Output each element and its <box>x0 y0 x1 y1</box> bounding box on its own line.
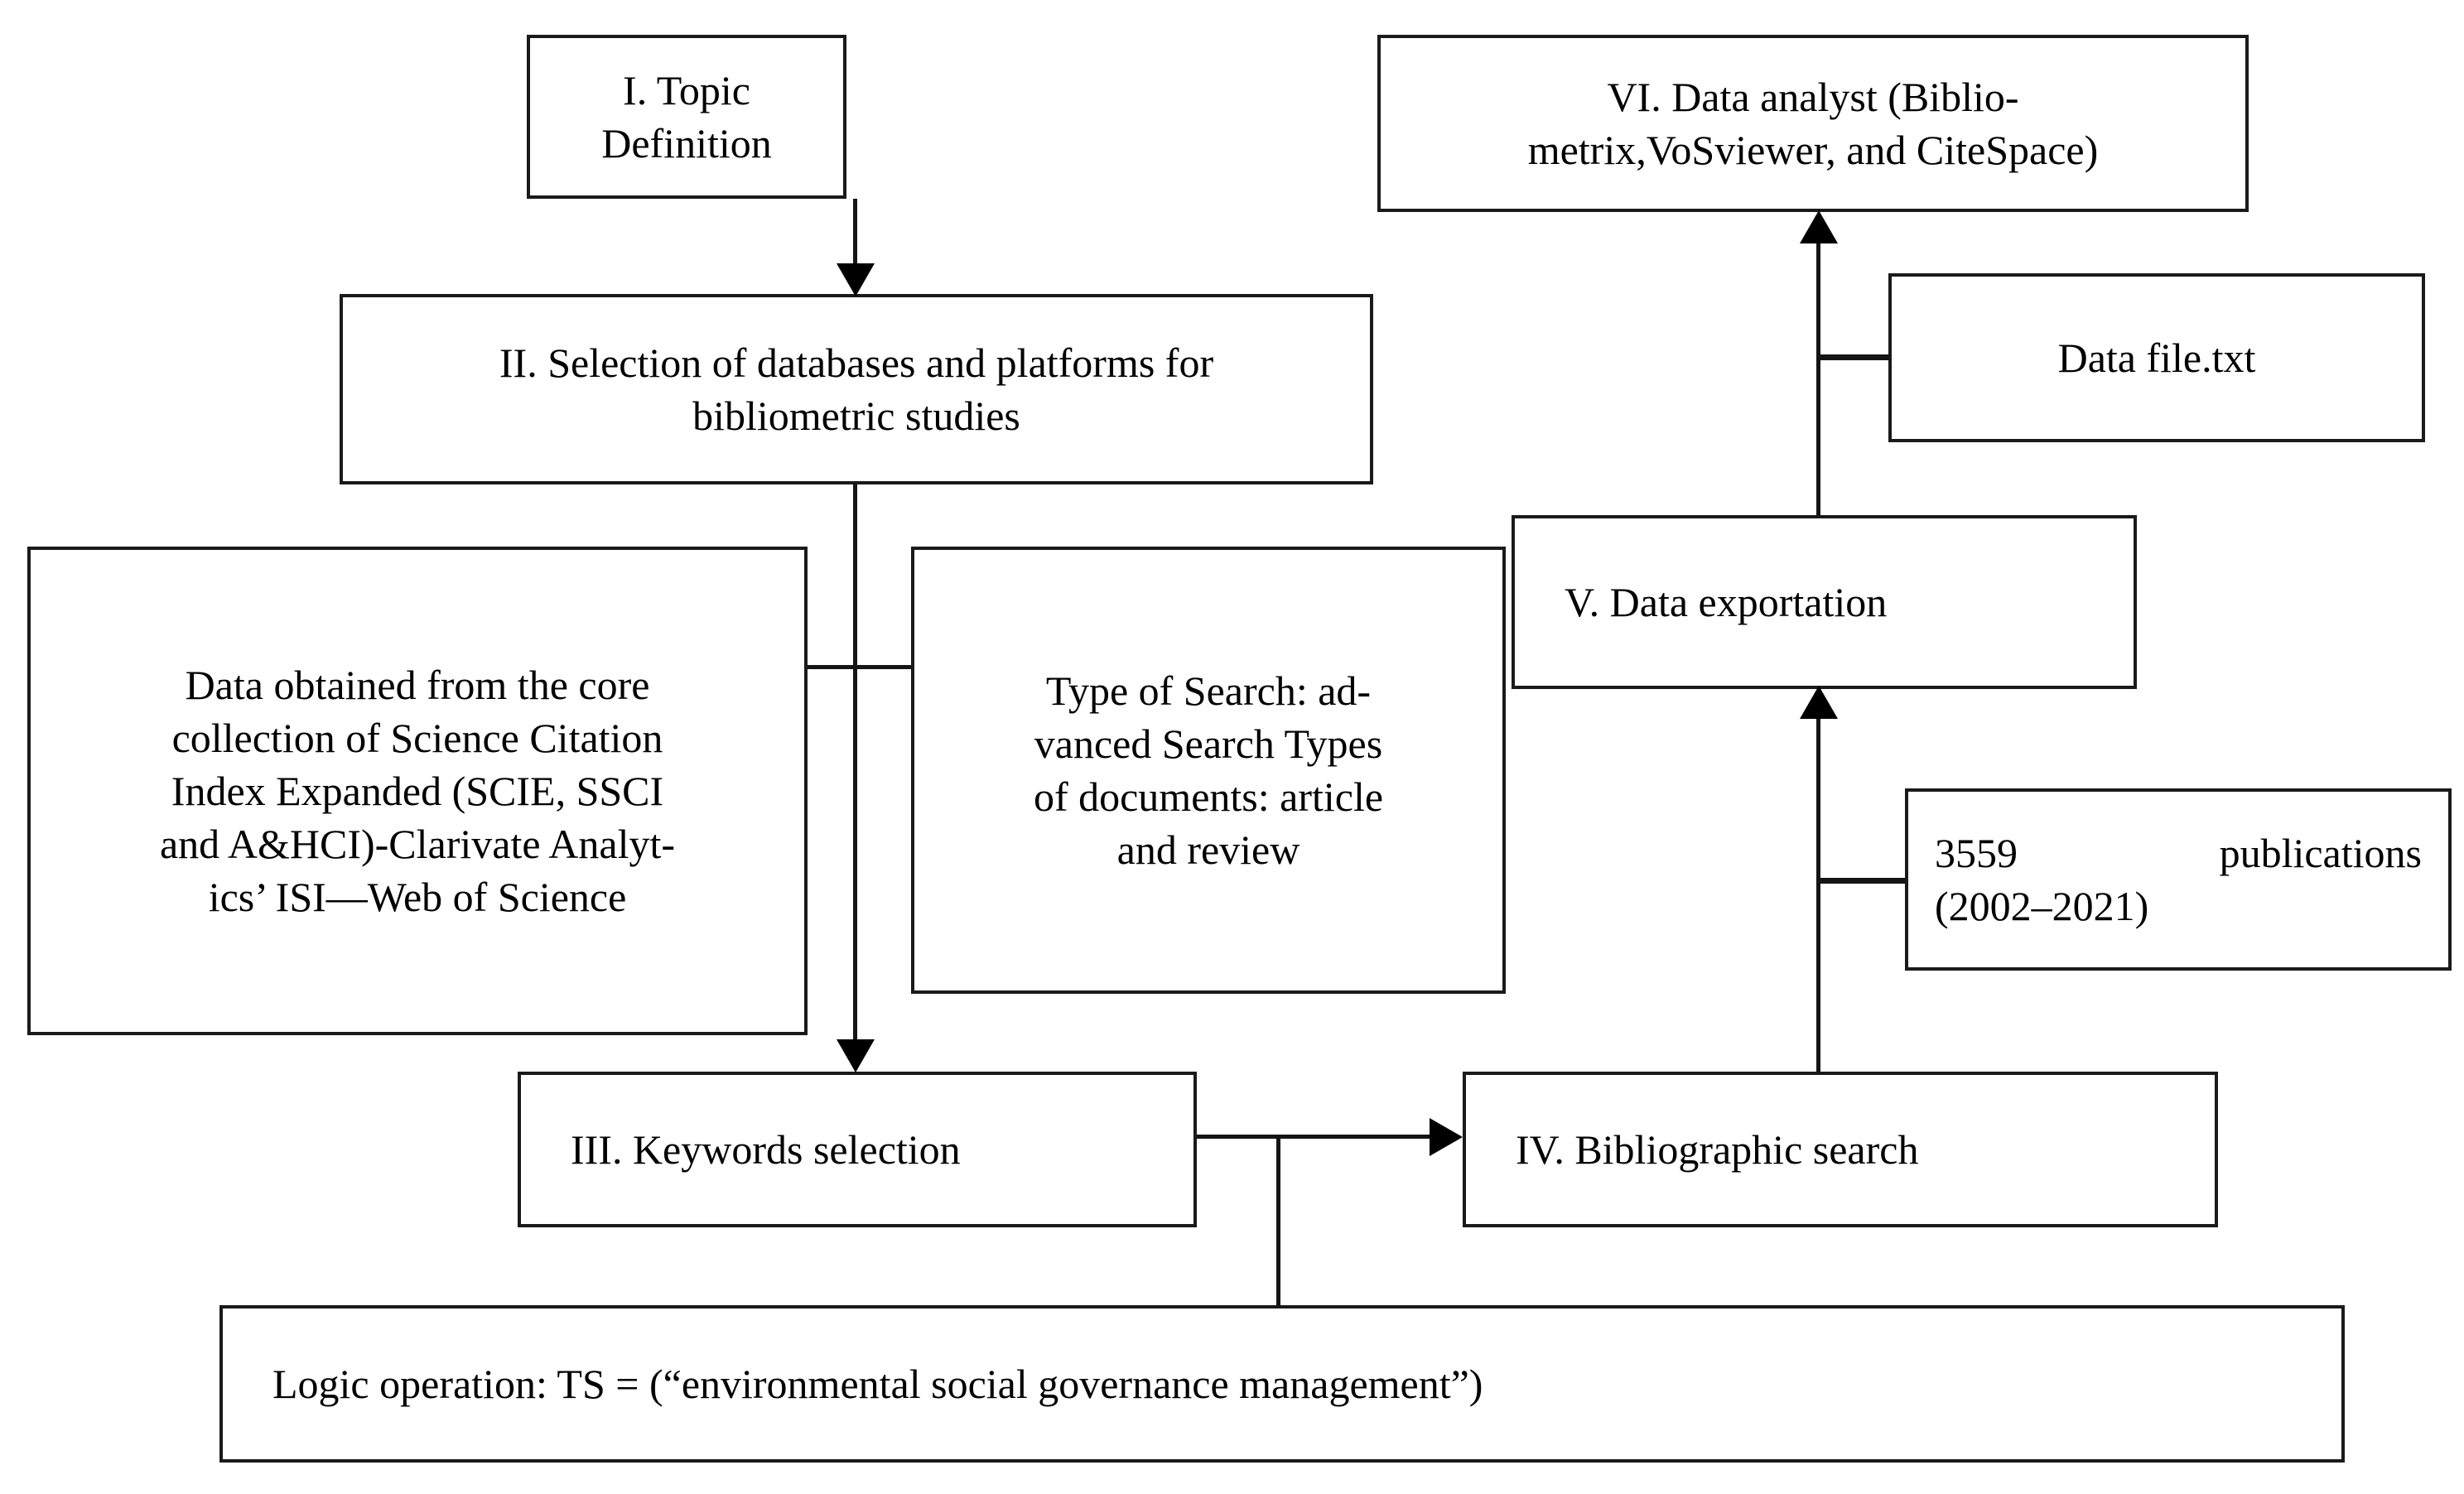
node-topic-definition-label: I. Topic Definition <box>601 67 772 166</box>
node-data-source-line2: collection of Science Citation <box>171 715 663 761</box>
node-bibliographic-search-label: IV. Bibliographic search <box>1516 1126 1919 1173</box>
edge-keywords-to-logic-operation <box>1276 1136 1280 1307</box>
edge-data-source-to-search-type <box>808 665 914 669</box>
node-search-type-line3: of documents: article <box>1033 774 1384 820</box>
node-data-source-line5: ics’ ISI—Web of Science <box>208 874 627 920</box>
node-logic-operation[interactable]: Logic operation: TS = (“environmental so… <box>219 1305 2345 1463</box>
node-data-source-line1: Data obtained from the core <box>185 662 650 708</box>
node-data-file-label: Data file.txt <box>2057 335 2256 381</box>
node-logic-operation-label: Logic operation: TS = (“environmental so… <box>272 1361 1483 1407</box>
node-data-source-line4: and A&HCI)-Clarivate Analyt- <box>159 821 676 867</box>
node-data-source-line3: Index Expanded (SCIE, SSCI <box>171 768 664 814</box>
node-search-type-line4: and review <box>1116 827 1300 873</box>
node-database-selection-line2: bibliometric studies <box>692 393 1020 439</box>
node-data-analyst-line2: metrix,VoSviewer, and CiteSpace) <box>1527 127 2099 173</box>
node-search-type-line1: Type of Search: ad- <box>1045 667 1372 714</box>
node-database-selection[interactable]: II. Selection of databases and platforms… <box>340 294 1373 484</box>
edge-exportation-to-analyst-arrowhead <box>1800 210 1838 243</box>
node-data-analyst[interactable]: VI. Data analyst (Biblio- metrix,VoSview… <box>1377 35 2249 212</box>
edge-topic-to-database-arrowhead <box>837 263 875 296</box>
node-keywords-selection[interactable]: III. Keywords selection <box>518 1072 1197 1227</box>
node-data-exportation-label: V. Data exportation <box>1565 579 1888 625</box>
node-data-source[interactable]: Data obtained from the core collection o… <box>27 547 808 1035</box>
node-data-file[interactable]: Data file.txt <box>1888 273 2425 442</box>
edge-data-file-to-analyst-stem <box>1816 354 1893 360</box>
edge-database-to-keywords-arrowhead <box>837 1039 875 1072</box>
edge-database-to-keywords-stem <box>853 484 857 1039</box>
node-publications-count[interactable]: 3559 publications (2002–2021) <box>1905 788 2452 971</box>
node-topic-definition[interactable]: I. Topic Definition <box>527 35 846 199</box>
node-publications-count-line2: (2002–2021) <box>1935 883 2149 929</box>
edge-bibliographic-to-exportation-stem <box>1816 717 1820 1073</box>
node-bibliographic-search[interactable]: IV. Bibliographic search <box>1463 1072 2218 1227</box>
node-publications-count-line1: 3559 publications <box>1935 830 2422 876</box>
edge-bibliographic-to-exportation-arrowhead <box>1800 686 1838 719</box>
edge-keywords-to-bibliographic-line <box>1197 1135 1433 1139</box>
node-keywords-selection-label: III. Keywords selection <box>571 1126 961 1173</box>
node-data-analyst-line1: VI. Data analyst (Biblio- <box>1607 74 2019 120</box>
edge-publications-to-bibliographic-stem <box>1816 878 1909 884</box>
edge-exportation-to-analyst-stem <box>1816 242 1820 517</box>
edge-topic-to-database-stem <box>853 199 857 273</box>
node-search-type[interactable]: Type of Search: ad- vanced Search Types … <box>911 547 1506 994</box>
edge-keywords-to-bibliographic-arrowhead <box>1430 1118 1463 1156</box>
node-database-selection-line1: II. Selection of databases and platforms… <box>499 340 1214 386</box>
node-search-type-line2: vanced Search Types <box>1034 720 1383 767</box>
node-data-exportation[interactable]: V. Data exportation <box>1512 515 2137 689</box>
